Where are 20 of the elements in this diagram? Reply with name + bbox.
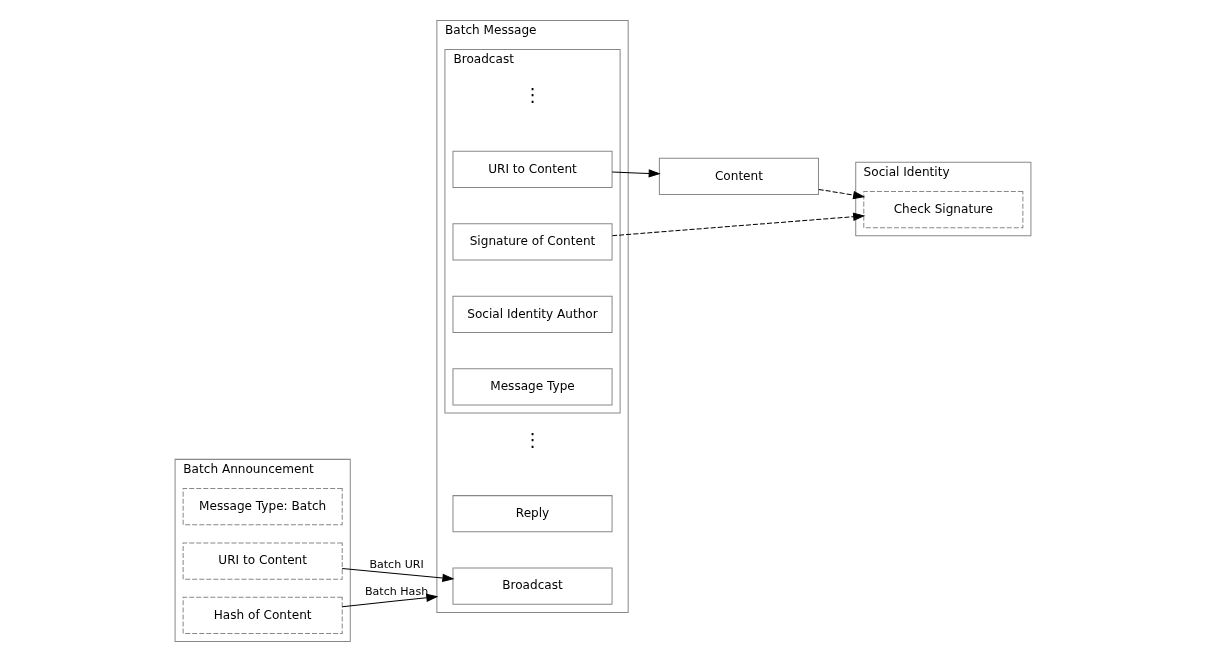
node-box: Social Identity Author (452, 295, 613, 333)
node-box: Message Type: Batch (182, 488, 343, 526)
label: ⋮ (523, 428, 542, 450)
node-box: Hash of Content (182, 596, 343, 635)
edge-label: Batch Hash (364, 585, 429, 599)
arrow (818, 188, 866, 200)
node-box: Message Type (452, 368, 613, 406)
arrow (611, 212, 866, 237)
node-box: Reply (452, 495, 613, 533)
node-box: Content (658, 157, 819, 196)
node-box: Check Signature (863, 191, 1024, 229)
arrow (341, 567, 455, 583)
arrow (611, 169, 661, 178)
node-box: URI to Content (452, 150, 613, 189)
edge-label: Batch URI (369, 557, 424, 571)
arrow (341, 593, 439, 608)
label: ⋮ (523, 84, 542, 106)
node-box: URI to Content (182, 542, 343, 580)
node-box: Broadcast (452, 567, 613, 605)
node-box: Signature of Content (452, 223, 613, 261)
